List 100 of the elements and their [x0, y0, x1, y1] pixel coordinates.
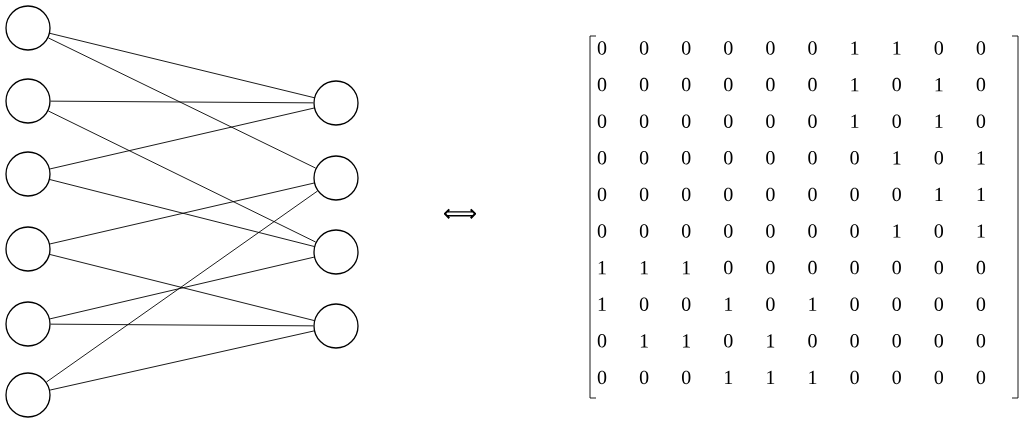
matrix-entry: 0	[850, 151, 859, 165]
matrix-entry: 0	[639, 370, 649, 385]
matrix-entry: 0	[682, 114, 691, 128]
matrix-entry: 0	[808, 77, 817, 92]
edge-line	[50, 323, 314, 327]
matrix-entry: 0	[724, 41, 733, 55]
matrix-entry: 1	[598, 297, 606, 311]
matrix-entry: 0	[808, 187, 817, 202]
matrix-entry: 1	[893, 41, 901, 55]
matrix-entry: 0	[682, 77, 691, 92]
matrix-entry: 0	[639, 297, 649, 311]
matrix-entry: 0	[766, 187, 775, 202]
matrix-entry: 0	[808, 334, 817, 348]
edge-line	[47, 110, 317, 243]
equivalence-symbol: ⟺	[444, 208, 477, 219]
matrix-entry: 0	[976, 77, 986, 92]
matrix-entry: 1	[682, 261, 690, 275]
matrix-entry: 0	[639, 41, 649, 55]
matrix-entry: 0	[934, 224, 944, 238]
vertex-circle	[313, 80, 359, 126]
matrix-entry: 0	[850, 224, 859, 238]
matrix-entry: 1	[640, 261, 648, 275]
matrix-entry: 0	[892, 334, 901, 348]
matrix-entry: 1	[682, 334, 690, 348]
matrix-entry: 1	[767, 334, 775, 348]
vertex-circle	[313, 155, 359, 201]
matrix-entry: 0	[934, 151, 944, 165]
matrix-entry: 0	[850, 260, 859, 275]
matrix-entry: 1	[977, 187, 985, 201]
matrix-entry: 1	[598, 261, 606, 275]
matrix-entry: 0	[597, 224, 607, 238]
matrix-entry: 1	[935, 78, 943, 92]
matrix-entry: 0	[892, 260, 901, 275]
matrix-entry: 0	[682, 370, 691, 385]
edge-line	[49, 32, 315, 99]
matrix-entry: 1	[977, 151, 985, 165]
matrix-entry: 0	[724, 187, 733, 202]
matrix-entry: 0	[976, 260, 986, 275]
matrix-entry: 0	[682, 151, 691, 165]
matrix-entry: 0	[976, 41, 986, 55]
edge-line	[49, 330, 315, 391]
matrix-entry: 0	[766, 114, 775, 128]
matrix-entry: 0	[892, 77, 901, 92]
vertex-circle	[5, 78, 51, 124]
matrix-entry: 0	[766, 224, 775, 238]
matrix-entry: 0	[597, 41, 607, 55]
matrix-entry: 1	[935, 187, 943, 201]
matrix-entry: 0	[850, 334, 859, 348]
vertex-circle	[5, 151, 51, 197]
matrix-entry: 0	[766, 297, 775, 311]
matrix-entry: 0	[639, 151, 649, 165]
matrix-entry: 1	[851, 114, 859, 128]
matrix-entry: 0	[639, 187, 649, 202]
matrix-entry: 0	[808, 224, 817, 238]
matrix-entry: 0	[934, 334, 944, 348]
matrix-entry: 0	[682, 187, 691, 202]
matrix-entry: 0	[597, 334, 607, 348]
matrix-entry: 0	[682, 224, 691, 238]
matrix-entry: 0	[850, 187, 859, 202]
matrix-entry: 0	[934, 370, 944, 385]
matrix-entry: 0	[934, 297, 944, 311]
matrix-entry: 0	[892, 187, 901, 202]
edge-line	[50, 100, 314, 104]
matrix-entry: 0	[682, 297, 691, 311]
matrix-entry: 0	[892, 114, 901, 128]
matrix-entry: 0	[766, 151, 775, 165]
matrix-entry: 1	[640, 334, 648, 348]
matrix-entry: 0	[682, 41, 691, 55]
matrix-entry: 0	[597, 77, 607, 92]
matrix-entry: 0	[892, 297, 901, 311]
matrix-entry: 0	[597, 370, 607, 385]
matrix-entry: 0	[976, 114, 986, 128]
matrix-entry: 0	[808, 151, 817, 165]
matrix-entry: 0	[934, 41, 944, 55]
matrix-entry: 0	[976, 297, 986, 311]
matrix-entry: 1	[809, 370, 817, 384]
vertex-circle	[313, 303, 359, 349]
matrix-entry: 0	[597, 187, 607, 202]
edge-line	[49, 107, 315, 170]
vertex-circle	[313, 229, 359, 275]
matrix-entry: 1	[935, 114, 943, 128]
matrix-entry: 0	[724, 224, 733, 238]
edge-line	[46, 190, 318, 383]
matrix-entry: 0	[724, 334, 733, 348]
vertex-circle	[5, 301, 51, 347]
matrix-entry: 0	[724, 260, 733, 275]
matrix-entry: 0	[808, 41, 817, 55]
vertex-circle	[5, 5, 51, 51]
matrix-entry: 0	[808, 114, 817, 128]
matrix-entry: 1	[767, 370, 775, 384]
matrix-entry: 1	[851, 41, 859, 55]
matrix-entry: 1	[851, 78, 859, 92]
matrix-entry: 0	[850, 297, 859, 311]
matrix-entry: 0	[892, 370, 901, 385]
matrix-entry: 0	[766, 41, 775, 55]
matrix-entry: 0	[766, 260, 775, 275]
matrix-entry: 0	[850, 370, 859, 385]
matrix-entry: 1	[893, 224, 901, 238]
vertex-circle	[5, 372, 51, 418]
matrix-entry: 1	[977, 224, 985, 238]
